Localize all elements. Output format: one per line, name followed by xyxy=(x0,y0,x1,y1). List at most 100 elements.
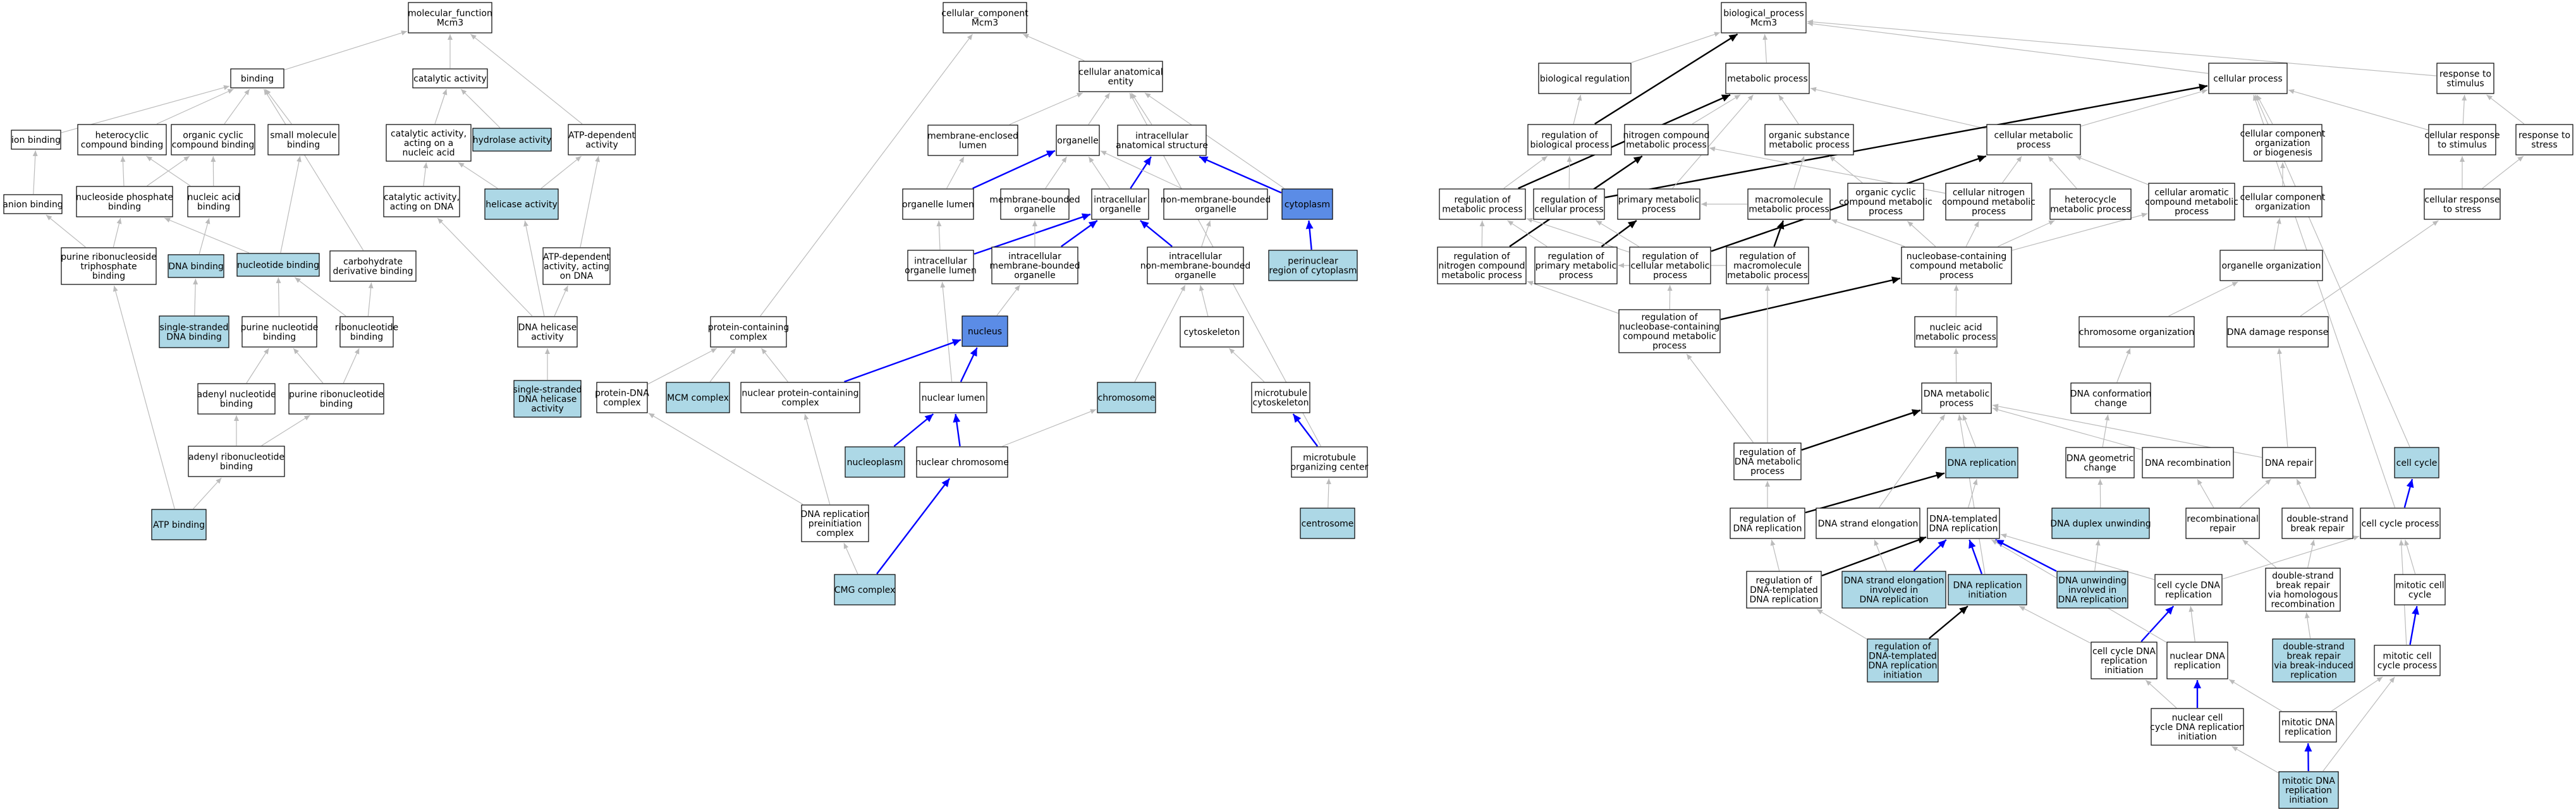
term-node-hydrolase[interactable]: hydrolase activity xyxy=(472,128,552,152)
term-node-dnarepair[interactable]: DNA repair xyxy=(2262,447,2316,478)
term-node-chromosome[interactable]: chromosome xyxy=(1097,382,1156,413)
term-node-bioreg[interactable]: biological regulation xyxy=(1538,63,1632,94)
term-node-binding[interactable]: binding xyxy=(230,68,284,88)
term-node-nucchrom[interactable]: nuclear chromosome xyxy=(915,446,1009,478)
term-node-nuclumen[interactable]: nuclear lumen xyxy=(919,382,987,413)
term-node-dnabind[interactable]: DNA binding xyxy=(168,254,224,278)
term-node-helicase[interactable]: helicase activity xyxy=(484,188,559,220)
term-node-nucbind[interactable]: nucleotide binding xyxy=(236,253,320,277)
term-node-cellproc[interactable]: cellular process xyxy=(2208,63,2288,94)
term-node-nucleoplasm[interactable]: nucleoplasm xyxy=(845,446,905,478)
term-node-orgorg[interactable]: organelle organization xyxy=(2219,250,2323,281)
term-node-organelle[interactable]: organelle xyxy=(1056,125,1100,156)
term-node-mcmcomplex[interactable]: MCM complex xyxy=(666,382,730,413)
term-node-cmg[interactable]: CMG complex xyxy=(834,574,896,605)
term-node-catdna[interactable]: catalytic activity,acting on DNA xyxy=(383,186,460,217)
term-node-centrosome[interactable]: centrosome xyxy=(1300,508,1355,539)
term-node-anion[interactable]: anion binding xyxy=(3,194,63,214)
term-node-icnonmemb[interactable]: intracellularnon-membrane-boundedorganel… xyxy=(1140,246,1251,284)
term-node-ionbind[interactable]: ion binding xyxy=(11,130,61,150)
term-node-dnadamage[interactable]: DNA damage response xyxy=(2226,316,2329,348)
term-node-dnaduplex[interactable]: DNA duplex unwinding xyxy=(2050,508,2151,539)
term-node-dnarep[interactable]: DNA replication xyxy=(1945,447,2018,478)
term-node-cytoplasm[interactable]: cytoplasm xyxy=(1281,188,1333,220)
term-node-cellcycleproc[interactable]: cell cycle process xyxy=(2360,508,2441,539)
term-node-dnarecomb[interactable]: DNA recombination xyxy=(2142,447,2234,478)
term-node-dnastrand[interactable]: DNA strand elongation xyxy=(1816,508,1920,539)
term-node-cytoskel[interactable]: cytoskeleton xyxy=(1180,316,1244,348)
term-node-catalytic[interactable]: catalytic activity xyxy=(412,68,488,88)
term-node-orglumen[interactable]: organelle lumen xyxy=(902,188,974,220)
term-node-metab[interactable]: metabolic process xyxy=(1725,63,1810,94)
